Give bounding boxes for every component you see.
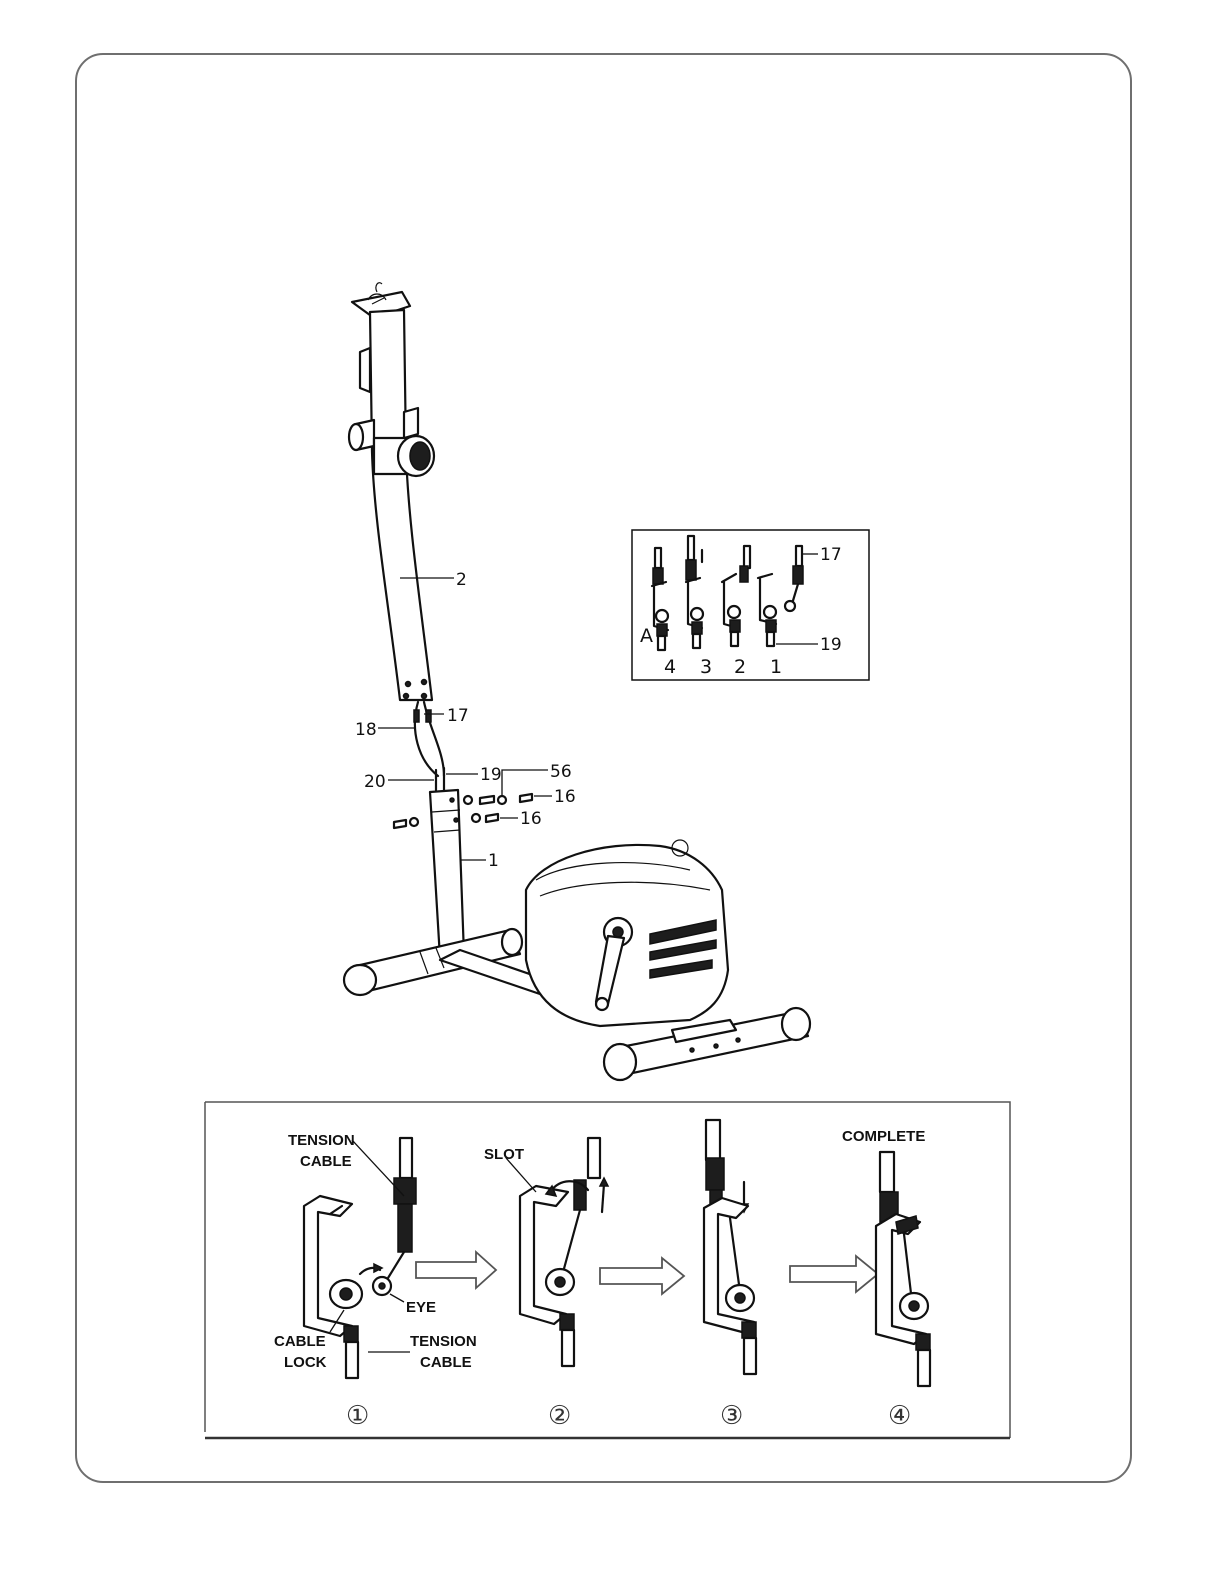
instruction-step-2 bbox=[506, 1138, 608, 1366]
part-label-1: 1 bbox=[488, 851, 499, 871]
step-arrow-1 bbox=[416, 1252, 496, 1288]
label-tension-cable-bottom-line1: TENSION bbox=[410, 1333, 477, 1350]
cable-instruction-panel: TENSION CABLE CABLE LOCK TENSION CABLE E… bbox=[205, 1102, 1010, 1438]
label-cable-lock-line1: CABLE bbox=[274, 1333, 326, 1350]
label-tension-cable-top-line1: TENSION bbox=[288, 1132, 355, 1149]
part-label-16-lower: 16 bbox=[520, 809, 542, 829]
step-number-3: ③ bbox=[720, 1401, 743, 1431]
bike-illustration bbox=[344, 283, 810, 1080]
label-complete: COMPLETE bbox=[842, 1128, 925, 1145]
label-slot: SLOT bbox=[484, 1146, 524, 1163]
detail-a-label-19: 19 bbox=[820, 635, 842, 655]
detail-a-step-3: 3 bbox=[700, 656, 712, 678]
part-label-17: 17 bbox=[447, 706, 469, 726]
step-number-2: ② bbox=[548, 1401, 571, 1431]
step-number-1: ① bbox=[346, 1401, 369, 1431]
detail-a-step-2: 2 bbox=[734, 656, 746, 678]
part-label-2: 2 bbox=[456, 570, 467, 590]
part-label-56: 56 bbox=[550, 762, 572, 782]
instruction-step-3 bbox=[704, 1120, 756, 1374]
part-label-19: 19 bbox=[480, 765, 502, 785]
step-arrow-3 bbox=[790, 1256, 878, 1292]
label-cable-lock-line2: LOCK bbox=[284, 1354, 327, 1371]
detail-a-step-1: 1 bbox=[770, 656, 782, 678]
label-tension-cable-top-line2: CABLE bbox=[300, 1153, 352, 1170]
detail-a-inset: 17 19 A 4 3 2 1 bbox=[632, 530, 869, 680]
detail-a-label-17: 17 bbox=[820, 545, 842, 565]
part-label-16-upper: 16 bbox=[554, 787, 576, 807]
detail-a-letter: A bbox=[640, 625, 653, 647]
label-eye: EYE bbox=[406, 1299, 436, 1316]
label-tension-cable-bottom-line2: CABLE bbox=[420, 1354, 472, 1371]
step-arrow-2 bbox=[600, 1258, 684, 1294]
part-label-20: 20 bbox=[364, 772, 386, 792]
part-label-18: 18 bbox=[355, 720, 377, 740]
detail-a-step-4: 4 bbox=[664, 656, 676, 678]
instruction-step-4 bbox=[876, 1152, 930, 1386]
step-number-4: ④ bbox=[888, 1401, 911, 1431]
